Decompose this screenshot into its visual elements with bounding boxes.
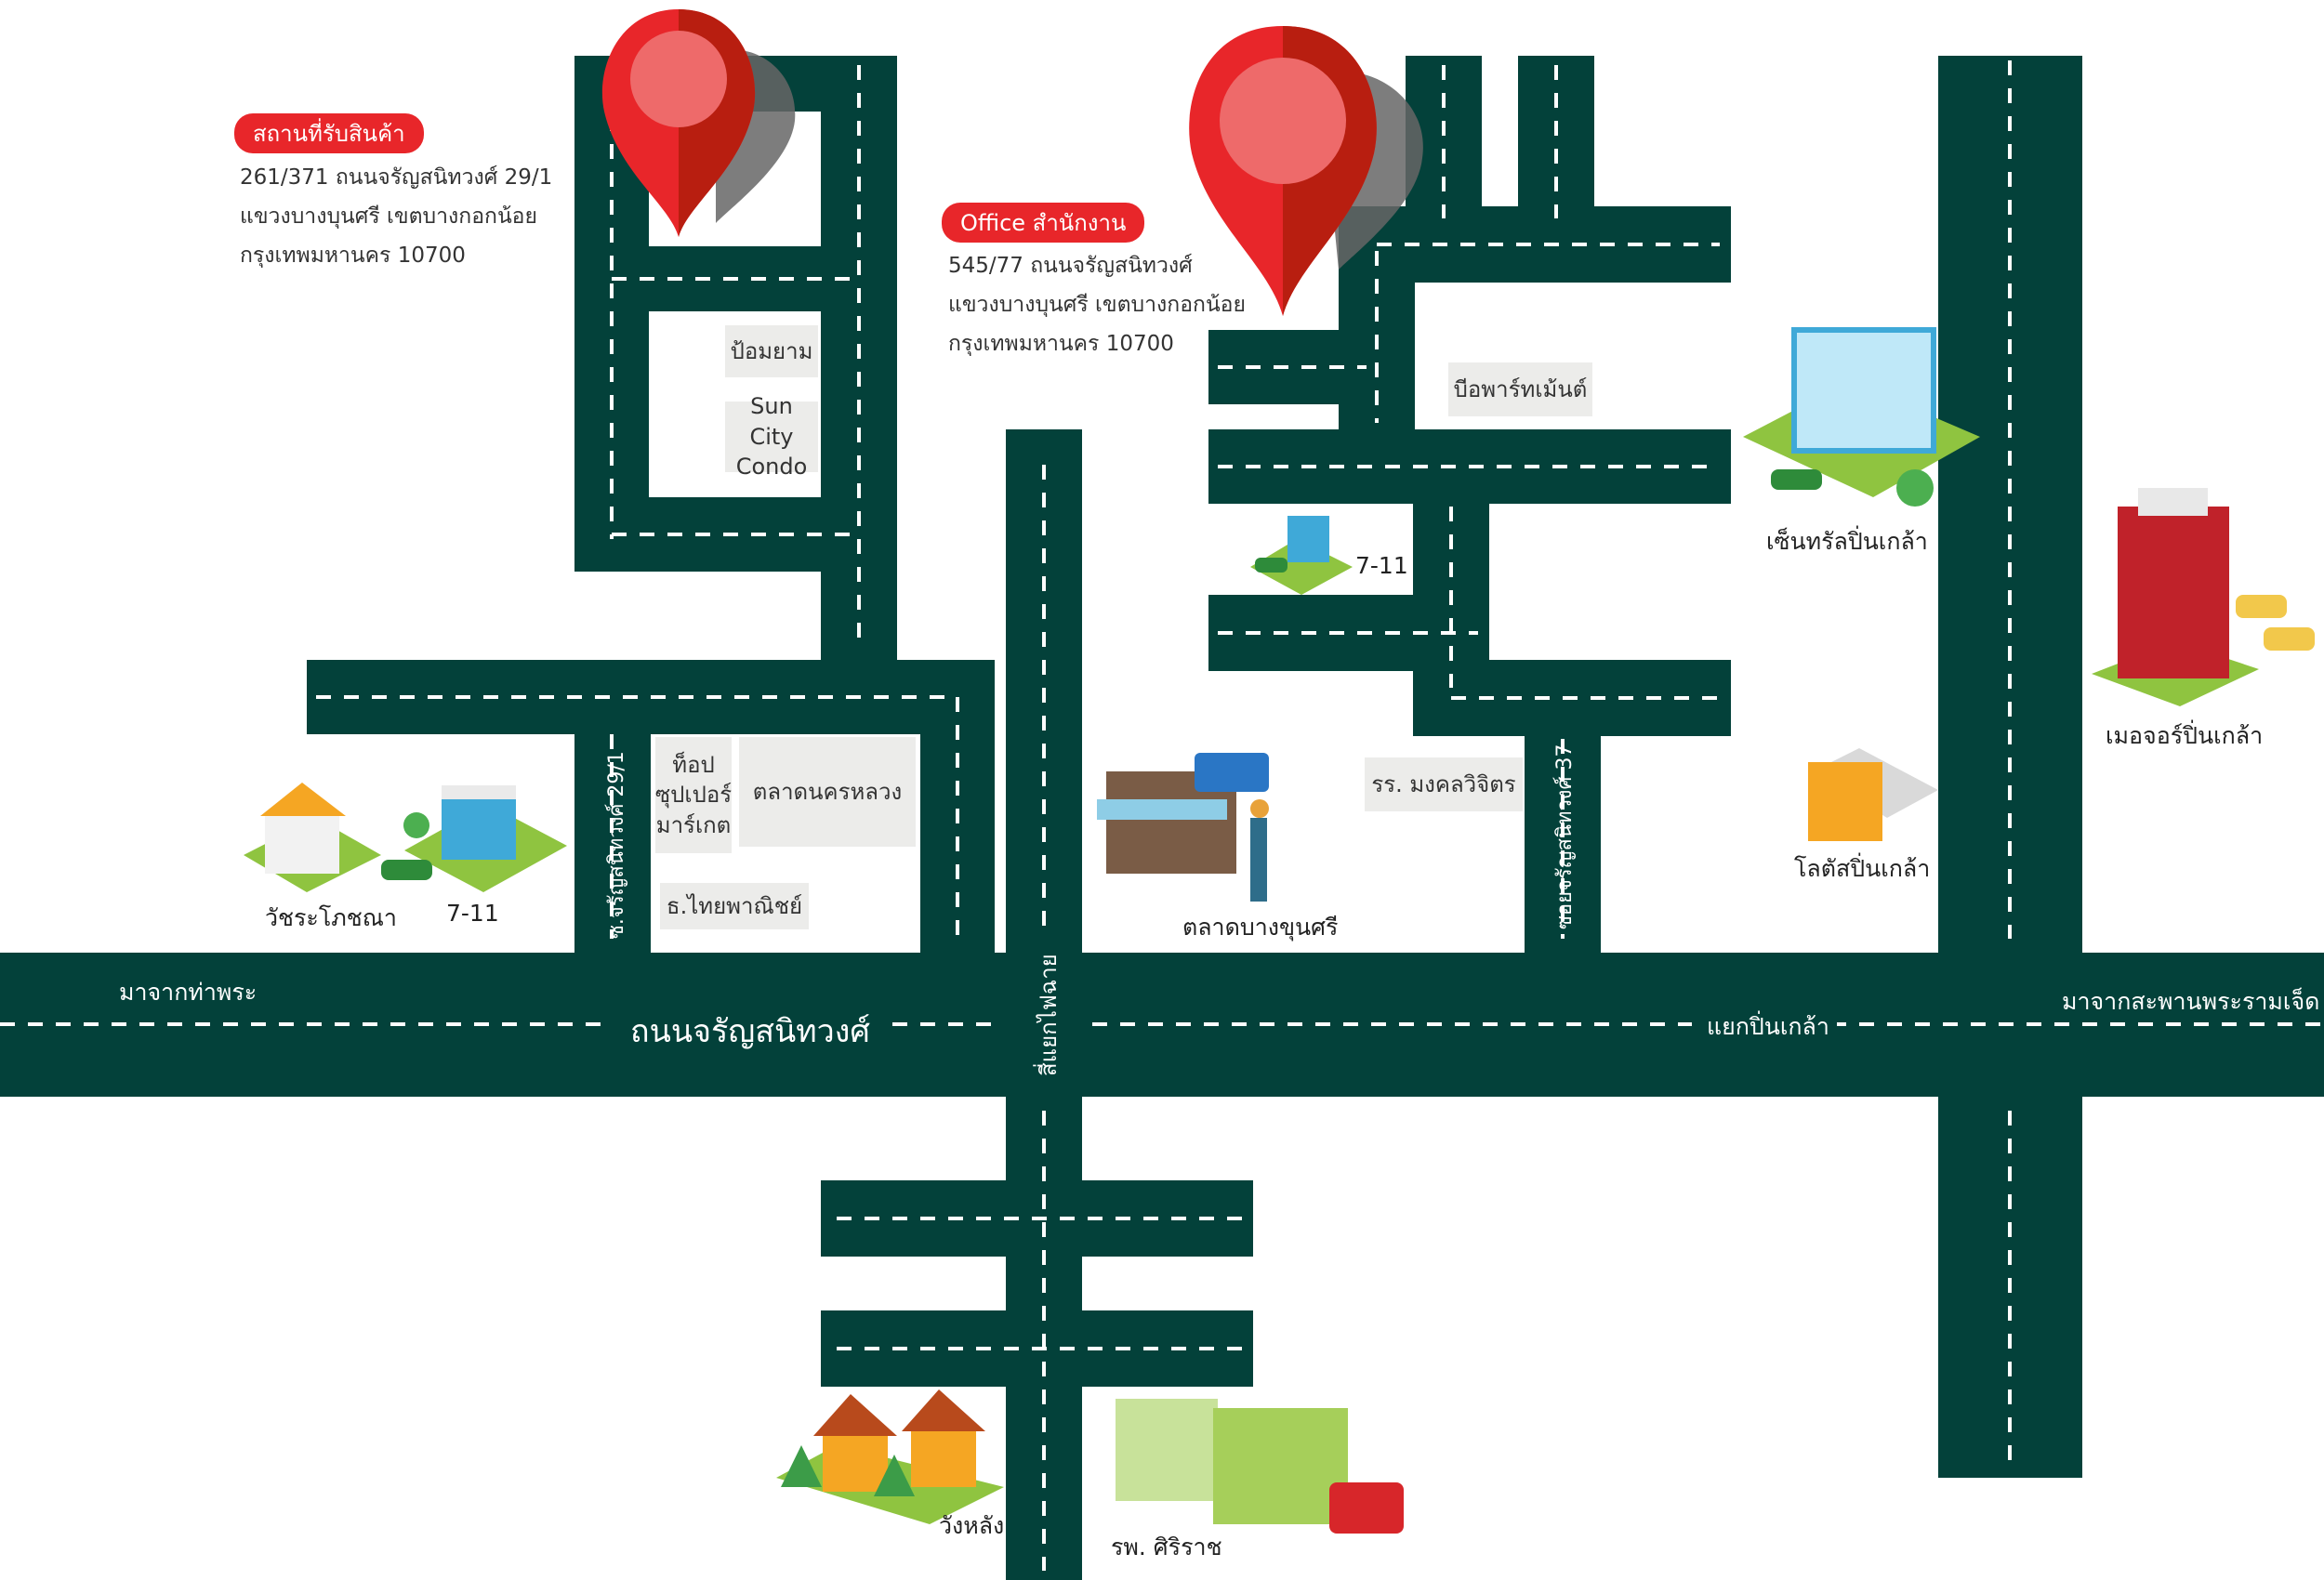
office-pin[interactable] [1189,26,1423,316]
central-pinklao-icon [1743,327,1980,507]
road-faichai [1006,429,1082,1580]
house-watchara-icon [244,783,381,892]
label-lotus: โลตัสปิ่นเกล้า [1794,855,1931,882]
pickup-address-line3: กรุงเทพมหานคร 10700 [240,244,466,268]
office-badge: Office สำนักงาน [942,203,1145,243]
road-label-faichai: สี่แยกไฟฉาย [1036,954,1062,1076]
label-watchara: วัชระโภชณา [265,904,397,931]
road-label-pinklao: แยกปิ่นเกล้า [1699,1008,1837,1046]
place-top-super: ท็อป ซุปเปอร์ มาร์เกต [655,737,732,853]
lane-markings [0,60,2324,1571]
pickup-address-line2: แขวงบางบุนศรี เขตบางกอกน้อย [240,204,537,229]
place-pom-ya: ป้อมยาม [725,325,818,377]
road-label-soi291: ซ.จรัญสนิทวงศ์ 29/1 [605,751,628,939]
pickup-address: 261/371 ถนนจรัญสนิทวงศ์ 29/1 แขวงบางบุนศ… [240,158,552,275]
place-mongkol: รร. มงคลวิจิตร [1365,757,1523,811]
building-711-mid-icon [1250,516,1353,595]
road-label-main: ถนนจรัญสนิทวงศ์ [623,1006,878,1056]
hospital-siriraj-icon [1116,1399,1404,1534]
road-label-from-left: มาจากท่าพระ [112,974,265,1011]
office-address-line1: 545/77 ถนนจรัญสนิทวงศ์ [948,254,1193,278]
label-711-left: 7-11 [446,900,499,927]
office-address-line3: กรุงเทพมหานคร 10700 [948,332,1174,356]
place-thai-panich: ธ.ไทยพาณิชย์ [660,883,809,929]
label-siriraj: รพ. ศิริราช [1111,1534,1222,1560]
road-label-from-right: มาจากสะพานพระรามเจ็ด [2054,983,2324,1020]
label-central: เซ็นทรัลปิ่นเกล้า [1766,528,1928,555]
office-address: 545/77 ถนนจรัญสนิทวงศ์ แขวงบางบุนศรี เขต… [948,246,1246,363]
office-address-line2: แขวงบางบุนศรี เขตบางกอกน้อย [948,293,1246,317]
label-talad-bangkhunsri: ตลาดบางขุนศรี [1182,914,1339,941]
road-um-v2 [1518,56,1594,223]
major-pinklao-icon [2092,488,2315,706]
place-suncity: Sun City Condo [725,393,818,480]
road-label-soi37: ซอยจรัญสนิทวงศ์ 37 [1553,744,1577,929]
lotus-pinklao-icon [1808,748,1938,841]
label-wanglang: วังหลัง [939,1512,1005,1539]
label-711-mid: 7-11 [1355,552,1408,579]
market-bangkhunsri-icon [1097,753,1269,902]
pickup-address-line1: 261/371 ถนนจรัญสนิทวงศ์ 29/1 [240,165,553,190]
building-711-left-icon [381,785,567,892]
place-talad-nakhon: ตลาดนครหลวง [739,737,916,847]
house-wanglang-icon [776,1389,1004,1524]
pickup-badge: สถานที่รับสินค้า [234,113,424,153]
label-major: เมอจอร์ปิ่นเกล้า [2106,722,2264,749]
pickup-pin[interactable] [601,9,796,237]
place-b-apartment: บีอพาร์ทเม้นต์ [1448,362,1592,416]
